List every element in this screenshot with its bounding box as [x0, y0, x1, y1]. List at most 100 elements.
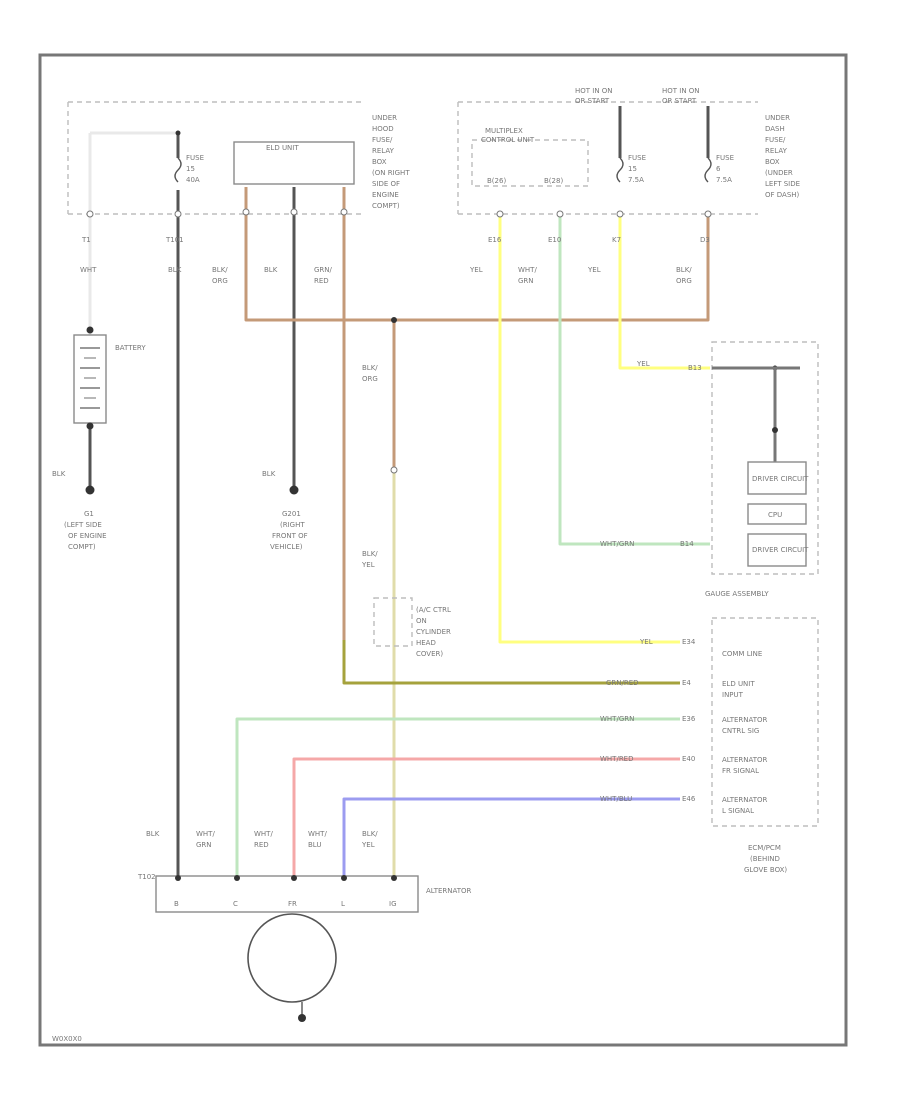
svg-text:15: 15	[186, 165, 195, 173]
svg-text:COMM LINE: COMM LINE	[722, 650, 762, 658]
connector-e16: E16	[488, 236, 502, 244]
svg-text:RELAY: RELAY	[372, 147, 395, 155]
svg-text:GRN: GRN	[196, 841, 212, 849]
svg-text:OF DASH): OF DASH)	[765, 191, 800, 199]
label-yel-e16: YEL	[469, 266, 483, 274]
connector-b13: B13	[688, 364, 702, 372]
battery-label: BATTERY	[115, 344, 146, 352]
svg-text:CNTRL SIG: CNTRL SIG	[722, 727, 759, 735]
fuse-6-icon	[704, 157, 712, 183]
driver-circuit-label-1: DRIVER CIRCUIT	[752, 475, 809, 483]
label-wht-blu-l: WHT/BLU	[600, 795, 632, 803]
label-blk-org-left-1: BLK/	[212, 266, 228, 274]
svg-text:40A: 40A	[186, 176, 200, 184]
wire-yel-gauge	[618, 215, 710, 370]
splice-dot-wht	[175, 130, 181, 136]
svg-text:CYLINDER: CYLINDER	[416, 628, 451, 636]
label-wht-red-fr: WHT/RED	[600, 755, 634, 763]
svg-text:GLOVE BOX): GLOVE BOX)	[744, 866, 787, 874]
svg-text:WHT/: WHT/	[254, 830, 273, 838]
svg-text:6: 6	[716, 165, 721, 173]
under-hood-fuse-box-outline	[67, 101, 365, 215]
svg-text:FUSE: FUSE	[628, 154, 646, 162]
cpu-box	[747, 503, 807, 525]
svg-text:HEAD: HEAD	[416, 639, 436, 647]
label-blk-yel-center-1: BLK/	[362, 550, 378, 558]
connector-e34: E34	[682, 638, 696, 646]
svg-text:(BEHIND: (BEHIND	[750, 855, 780, 863]
ac-ctrl-label: (A/C CTRL ON CYLINDER HEAD COVER)	[416, 606, 451, 658]
label-blk-yel-center-2: YEL	[361, 561, 375, 569]
wire-wht-grn-gauge	[558, 215, 710, 546]
svg-text:(RIGHT: (RIGHT	[280, 521, 305, 529]
svg-text:ALTERNATOR: ALTERNATOR	[722, 756, 768, 764]
gauge-assembly-outline	[711, 341, 819, 575]
mux-label-2: CONTROL UNIT	[481, 136, 535, 144]
svg-text:B: B	[174, 900, 179, 908]
svg-text:BOX: BOX	[765, 158, 780, 166]
svg-text:VEHICLE): VEHICLE)	[270, 543, 303, 551]
mux-label-1: MULTIPLEX	[485, 127, 523, 135]
label-wht: WHT	[80, 266, 97, 274]
svg-text:ON: ON	[416, 617, 427, 625]
alternator-icon	[247, 913, 337, 1003]
svg-text:7.5A: 7.5A	[628, 176, 644, 184]
connector-e4: E4	[682, 679, 691, 687]
footer-code: W0X0X0	[52, 1035, 82, 1043]
svg-text:HOT IN ON: HOT IN ON	[575, 87, 613, 95]
connector-e46: E46	[682, 795, 696, 803]
svg-text:ALTERNATOR: ALTERNATOR	[722, 796, 768, 804]
svg-text:UNDER: UNDER	[372, 114, 397, 122]
alternator-label: ALTERNATOR	[426, 887, 472, 895]
label-blk-org-center-2: ORG	[362, 375, 378, 383]
svg-text:YEL: YEL	[361, 841, 375, 849]
connector-t102: T102	[137, 873, 156, 881]
label-blk-org-d3-2: ORG	[676, 277, 692, 285]
label-blk-eld: BLK	[264, 266, 278, 274]
ecm-pcm-label: ECM/PCM (BEHIND GLOVE BOX)	[744, 844, 787, 874]
svg-text:DASH: DASH	[765, 125, 785, 133]
mux-pin-b: B(28)	[544, 177, 563, 185]
g201-label: G201 (RIGHT FRONT OF VEHICLE)	[270, 510, 308, 551]
label-wht-grn-e10-1: WHT/	[518, 266, 537, 274]
svg-text:L: L	[341, 900, 345, 908]
svg-text:C: C	[233, 900, 238, 908]
svg-text:G201: G201	[282, 510, 301, 518]
svg-text:(UNDER: (UNDER	[765, 169, 793, 177]
hot-in-label-2: HOT IN ON OR START	[662, 87, 700, 105]
ground-g1-icon	[85, 485, 95, 495]
splice-dot-bus	[391, 317, 397, 323]
wire-blk-org-bus	[244, 187, 710, 322]
driver-circuit-box-2	[747, 533, 807, 567]
label-blk-battery: BLK	[52, 470, 66, 478]
fuse-15b-icon	[616, 157, 624, 183]
svg-text:(A/C CTRL: (A/C CTRL	[416, 606, 451, 614]
under-dash-box-label: UNDER DASH FUSE/ RELAY BOX (UNDER LEFT S…	[765, 114, 800, 199]
svg-text:BLK: BLK	[146, 830, 160, 838]
mux-pin-a: B(26)	[487, 177, 506, 185]
svg-text:WHT/: WHT/	[196, 830, 215, 838]
multiplex-unit-outline	[471, 139, 589, 187]
cpu-label: CPU	[768, 511, 782, 519]
label-grn-red-2: RED	[314, 277, 329, 285]
svg-text:FUSE/: FUSE/	[372, 136, 393, 144]
connector-b14: B14	[680, 540, 694, 548]
svg-text:SIDE OF: SIDE OF	[372, 180, 400, 188]
driver-circuit-label-2: DRIVER CIRCUIT	[752, 546, 809, 554]
connector-pins	[86, 208, 712, 474]
eld-unit-box	[233, 141, 355, 185]
alt-wire-labels: BLK WHT/ GRN WHT/ RED WHT/ BLU BLK/ YEL	[146, 830, 378, 849]
svg-text:7.5A: 7.5A	[716, 176, 732, 184]
svg-text:LEFT SIDE: LEFT SIDE	[765, 180, 800, 188]
connector-t101: T101	[165, 236, 184, 244]
driver-circuit-box-1	[747, 461, 807, 495]
wire-wht-red-fr	[292, 757, 680, 876]
connector-e40: E40	[682, 755, 695, 763]
label-yel-comm: YEL	[639, 638, 653, 646]
ground-g201-icon	[289, 485, 299, 495]
alternator-pins: B C FR L IG	[174, 900, 397, 908]
label-wht-grn-e10-2: GRN	[518, 277, 534, 285]
label-blk-org-left-2: ORG	[212, 277, 228, 285]
gauge-assembly-label: GAUGE ASSEMBLY	[705, 590, 769, 598]
